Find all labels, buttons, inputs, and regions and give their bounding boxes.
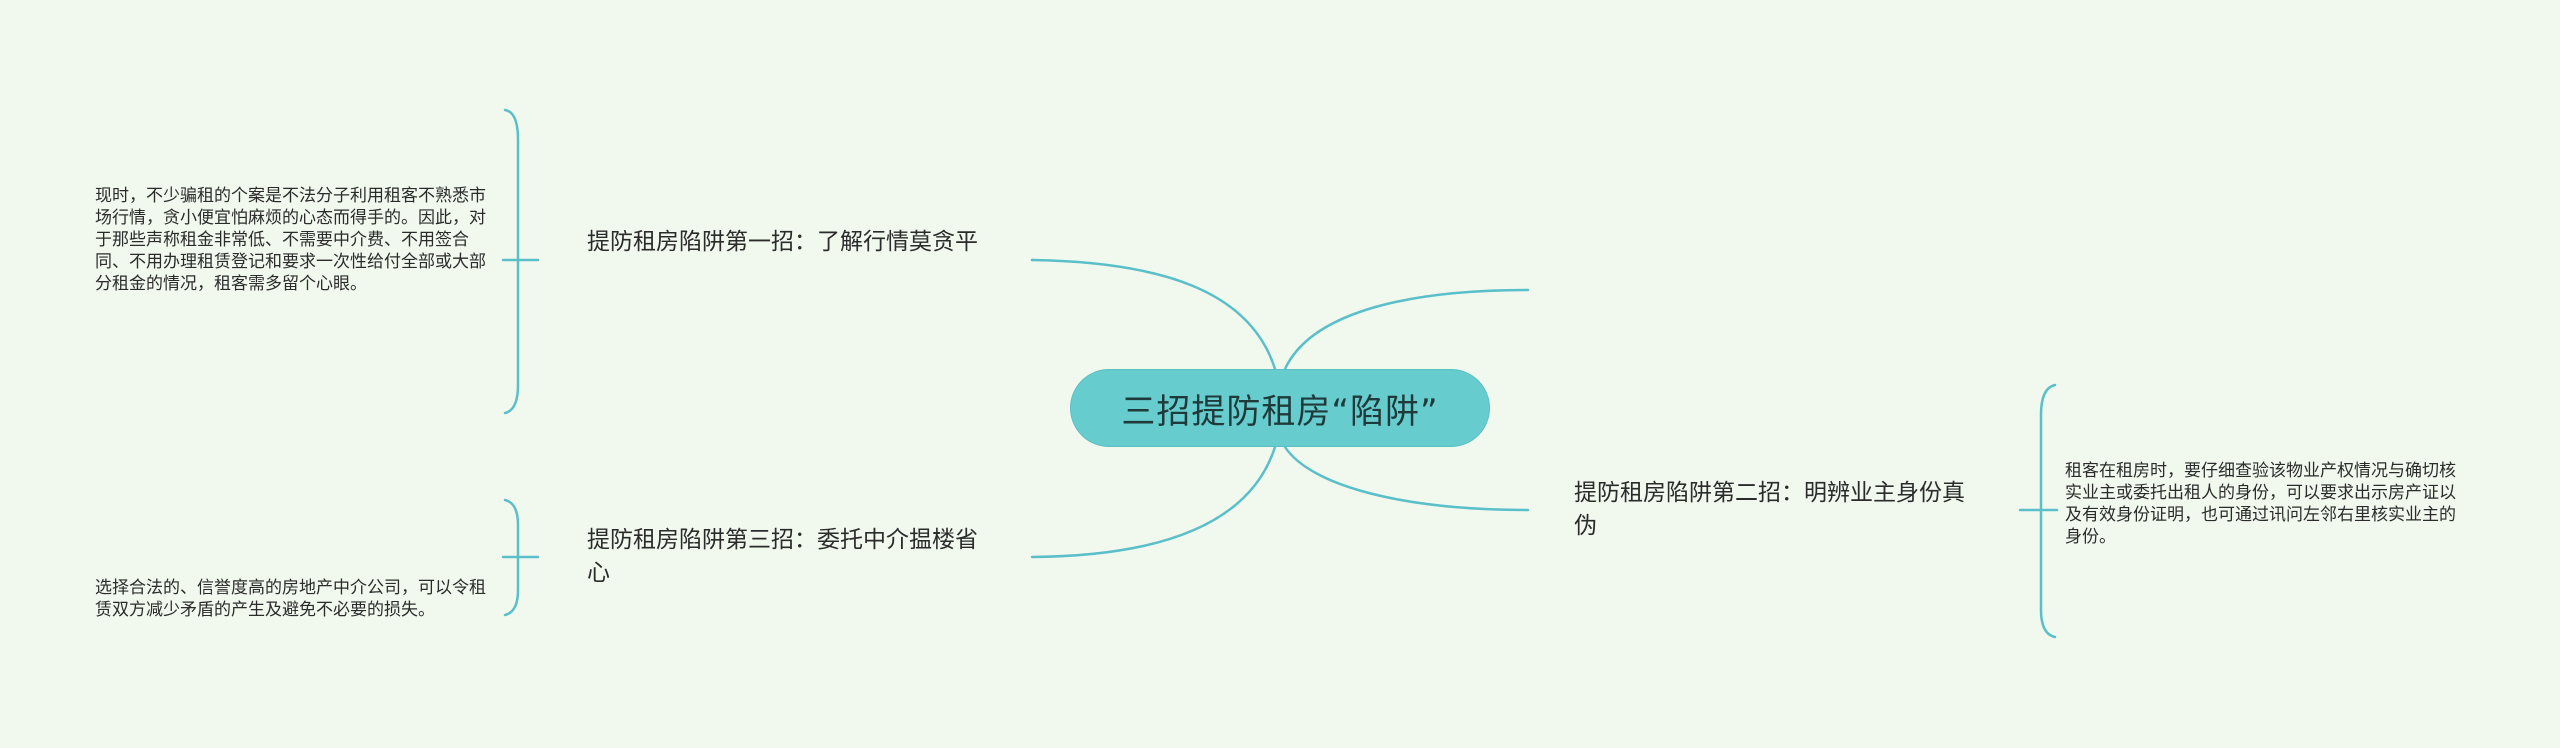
branch-3-detail[interactable]: 选择合法的、信誉度高的房地产中介公司，可以令租赁双方减少矛盾的产生及避免不必要的… bbox=[95, 578, 486, 620]
branch-2-title[interactable]: 提防租房陷阱第二招：明辨业主身份真伪 bbox=[1574, 480, 1965, 539]
connector-branch-2 bbox=[1283, 445, 1530, 512]
branch-1-detail[interactable]: 现时，不少骗租的个案是不法分子利用租客不熟悉市场行情，贪小便宜怕麻烦的心态而得手… bbox=[95, 186, 486, 294]
connector-branch-1 bbox=[1030, 258, 1277, 371]
bracket-branch-1 bbox=[503, 108, 520, 415]
connector-branch-3 bbox=[1030, 445, 1277, 559]
branch-3-title[interactable]: 提防租房陷阱第三招：委托中介揾楼省心 bbox=[587, 527, 978, 586]
branch-2-detail[interactable]: 租客在租房时，要仔细查验该物业产权情况与确切核实业主或委托出租人的身份，可以要求… bbox=[2065, 461, 2456, 547]
branch-1-title[interactable]: 提防租房陷阱第一招：了解行情莫贪平 bbox=[587, 229, 978, 255]
connector-branch-empty bbox=[1283, 288, 1530, 371]
bracket-branch-2 bbox=[2039, 383, 2057, 639]
central-topic[interactable]: 三招提防租房“陷阱” bbox=[1070, 369, 1490, 447]
